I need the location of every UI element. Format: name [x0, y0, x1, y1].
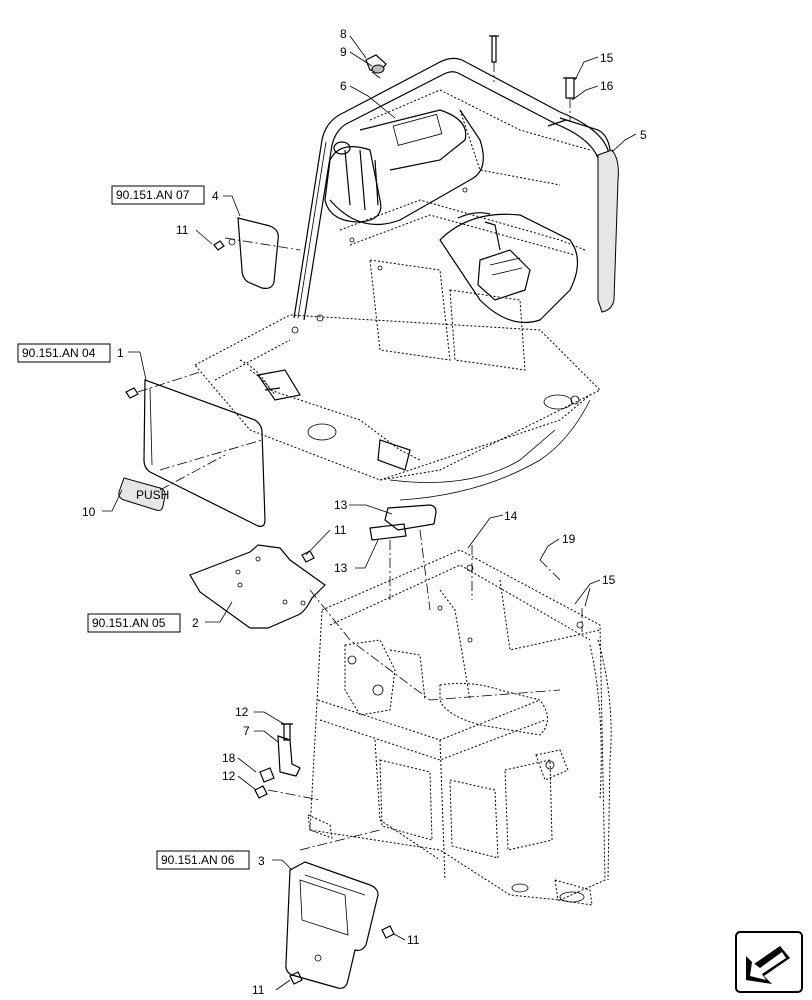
ref-an04-label: 90.151.AN 04	[22, 346, 96, 360]
next-page-arrow-icon[interactable]	[735, 931, 803, 993]
callout-6: 6	[340, 79, 347, 93]
callout-13a: 14	[504, 509, 518, 523]
panel-part-4	[213, 217, 301, 289]
callout-11a: 11	[176, 223, 189, 237]
callout-5: 5	[640, 128, 647, 142]
ref-box-an04[interactable]: 90.151.AN 04	[17, 343, 111, 363]
cab-frame-assembly	[194, 57, 619, 501]
callout-18: 18	[222, 751, 236, 765]
callout-17: 16	[600, 79, 614, 93]
callout-9: 9	[340, 45, 347, 59]
base-frame-assembly	[307, 545, 612, 906]
leader-lines	[102, 35, 637, 991]
callout-7: 7	[243, 724, 250, 738]
callout-12b: 12	[222, 769, 236, 783]
push-decal: PUSH	[118, 454, 226, 511]
callout-4: 4	[212, 189, 219, 203]
callout-11d: 11	[252, 983, 265, 997]
ref-an07-label: 90.151.AN 07	[116, 188, 190, 202]
panel-part-1	[125, 371, 266, 527]
callout-10: 10	[82, 505, 96, 519]
side-cover-part-3	[285, 829, 395, 989]
callout-2: 2	[192, 616, 199, 630]
callout-3: 3	[258, 854, 265, 868]
ref-box-an05[interactable]: 90.151.AN 05	[87, 613, 181, 633]
callout-8: 8	[340, 27, 347, 41]
callout-12a: 12	[235, 705, 249, 719]
callout-15: 13	[334, 498, 348, 512]
callout-11b: 11	[334, 523, 347, 537]
decal-label: PUSH	[136, 488, 169, 502]
vent-cap-part	[365, 54, 387, 79]
floor-mat-part	[189, 544, 326, 629]
reference-boxes: 90.151.AN 07 90.151.AN 04 90.151.AN 05 9…	[17, 185, 250, 870]
plate-parts	[369, 504, 437, 611]
ref-an05-label: 90.151.AN 05	[92, 616, 166, 630]
top-bolts	[489, 35, 577, 122]
callout-numbers: 8 9 6 15 16 5 4 11 1 10 13 11 13 2 14 19…	[82, 27, 647, 997]
ref-box-an06[interactable]: 90.151.AN 06	[156, 850, 250, 870]
bracket-part-7	[254, 723, 321, 801]
callout-16: 15	[600, 51, 614, 65]
callout-13b: 15	[602, 573, 616, 587]
callout-1: 1	[117, 346, 124, 360]
callout-14: 13	[334, 561, 348, 575]
ref-an06-label: 90.151.AN 06	[161, 853, 235, 867]
callout-11c: 11	[407, 933, 420, 947]
ref-box-an07[interactable]: 90.151.AN 07	[111, 185, 205, 205]
callout-19: 19	[562, 532, 576, 546]
